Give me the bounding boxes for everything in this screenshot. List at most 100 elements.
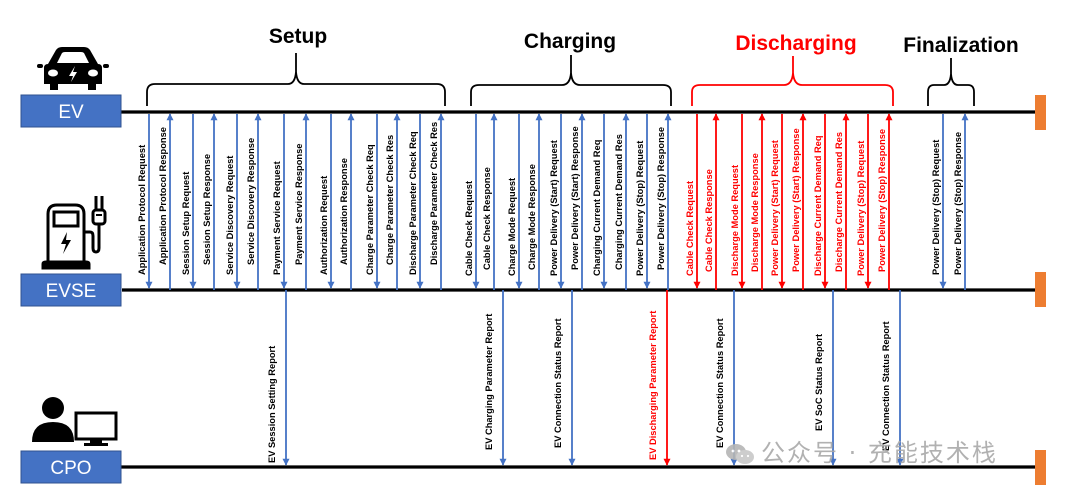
charging-station-icon: [41, 196, 107, 270]
report-ev-connection-status-report: EV Connection Status Report: [881, 290, 904, 466]
message-setup-authorization-request: Authorization Request: [319, 114, 335, 289]
evse-end-marker: [1035, 272, 1046, 307]
phase-title-discharging: Discharging: [735, 32, 856, 55]
message-charging-charging-current-demand-res: Charging Current Demand Res: [614, 113, 630, 290]
message-discharging-power-delivery-start-request: Power Delivery (Start) Request: [770, 114, 786, 289]
message-label: Power Delivery (Stop) Request: [931, 140, 941, 275]
message-label: Authorization Request: [319, 176, 329, 275]
message-label: Power Delivery (Start) Request: [549, 140, 559, 276]
message-charging-charge-mode-request: Charge Mode Request: [507, 114, 523, 289]
message-label: Power Delivery (Stop) Request: [635, 141, 645, 276]
message-label: EV Session Setting Report: [267, 346, 277, 463]
brace-discharging: [691, 56, 894, 106]
actor-label-evse: EVSE: [46, 281, 97, 302]
message-label: Payment Service Request: [272, 161, 282, 275]
phase-title-setup: Setup: [269, 25, 327, 48]
message-charging-power-delivery-stop-response: Power Delivery (Stop) Response: [656, 113, 672, 290]
report-ev-soc-status-report: EV SoC Status Report: [814, 290, 837, 466]
message-finalization-power-delivery-stop-response: Power Delivery (Stop) Response: [953, 113, 969, 290]
ev-end-marker: [1035, 95, 1046, 130]
phase-title-charging: Charging: [524, 30, 616, 53]
message-label: Power Delivery (Start) Response: [791, 128, 801, 272]
message-setup-service-discovery-response: Service Discovery Response: [246, 113, 262, 290]
message-setup-discharge-parameter-check-res: Discharge Parameter Check Res: [429, 113, 445, 290]
message-setup-payment-service-request: Payment Service Request: [272, 114, 288, 289]
message-setup-service-discovery-request: Service Discovery Request: [225, 114, 241, 289]
message-setup-application-protocol-response: Application Protocol Response: [158, 113, 174, 290]
message-label: Cable Check Response: [482, 167, 492, 270]
message-setup-charge-parameter-check-req: Charge Parameter Check Req: [365, 114, 381, 289]
actor-box-ev: [20, 94, 122, 128]
message-label: Charge Mode Response: [527, 164, 537, 270]
report-ev-charging-parameter-report: EV Charging Parameter Report: [484, 290, 507, 466]
message-setup-authorization-response: Authorization Response: [339, 113, 355, 290]
actor-label-cpo: CPO: [50, 458, 91, 479]
message-label: Cable Check Response: [704, 169, 714, 272]
message-finalization-power-delivery-stop-request: Power Delivery (Stop) Request: [931, 114, 947, 289]
wechat-icon: [726, 444, 754, 464]
cpo-end-marker: [1035, 450, 1046, 485]
message-label: Payment Service Response: [294, 144, 304, 265]
reports-layer: EV Session Setting Report EV Charging Par…: [267, 290, 904, 466]
message-label: Charging Current Demand Req: [592, 139, 602, 276]
message-charging-charge-mode-response: Charge Mode Response: [527, 113, 543, 290]
message-charging-power-delivery-stop-request: Power Delivery (Stop) Request: [635, 114, 651, 289]
phase-title-finalization: Finalization: [903, 34, 1019, 57]
message-setup-payment-service-response: Payment Service Response: [294, 113, 310, 290]
message-discharging-power-delivery-start-response: Power Delivery (Start) Response: [791, 113, 807, 290]
message-setup-discharge-parameter-check-req: Discharge Parameter Check Req: [408, 114, 424, 289]
message-charging-power-delivery-start-request: Power Delivery (Start) Request: [549, 114, 565, 289]
report-ev-session-setting-report: EV Session Setting Report: [267, 290, 290, 466]
message-charging-power-delivery-start-response: Power Delivery (Start) Response: [570, 113, 586, 290]
message-label: Cable Check Request: [464, 181, 474, 276]
message-label: EV Discharging Parameter Report: [648, 311, 658, 460]
report-ev-discharging-parameter-report: EV Discharging Parameter Report: [648, 290, 671, 466]
watermark: 公众号 · 充能技术栈: [725, 433, 998, 468]
message-discharging-discharge-current-demand-req: Discharge Current Demand Req: [813, 114, 829, 289]
brace-setup: [146, 53, 446, 106]
message-setup-application-protocol-request: Application Protocol Request: [137, 114, 153, 289]
message-charging-cable-check-request: Cable Check Request: [464, 114, 480, 289]
brace-finalization: [927, 58, 975, 106]
message-label: Charge Parameter Check Res: [385, 135, 395, 265]
message-discharging-discharge-mode-response: Discharge Mode Response: [750, 113, 766, 290]
message-label: Discharge Mode Response: [750, 153, 760, 272]
message-label: Application Protocol Request: [137, 145, 147, 275]
actor-cpo: CPO: [20, 397, 122, 484]
message-setup-charge-parameter-check-res: Charge Parameter Check Res: [385, 113, 401, 290]
message-discharging-discharge-mode-request: Discharge Mode Request: [730, 114, 746, 289]
message-label: Power Delivery (Stop) Response: [953, 132, 963, 275]
message-label: Service Discovery Request: [225, 156, 235, 275]
message-label: Service Discovery Response: [246, 138, 256, 265]
message-label: Discharge Current Demand Res: [834, 132, 844, 272]
message-label: Session Setup Response: [202, 154, 212, 265]
message-charging-charging-current-demand-req: Charging Current Demand Req: [592, 114, 608, 289]
operator-computer-icon: [32, 397, 118, 446]
report-ev-connection-status-report: EV Connection Status Report: [715, 290, 738, 466]
message-label: Discharge Current Demand Req: [813, 135, 823, 276]
message-label: EV Connection Status Report: [553, 318, 563, 448]
message-label: EV SoC Status Report: [814, 334, 824, 431]
message-label: Power Delivery (Start) Response: [570, 126, 580, 270]
message-discharging-power-delivery-stop-response: Power Delivery (Stop) Response: [877, 113, 893, 290]
message-label: EV Connection Status Report: [715, 318, 725, 448]
message-label: Discharge Parameter Check Res: [429, 122, 439, 265]
message-label: Power Delivery (Stop) Request: [856, 141, 866, 276]
report-ev-connection-status-report: EV Connection Status Report: [553, 290, 576, 466]
message-label: Power Delivery (Start) Request: [770, 140, 780, 276]
message-discharging-discharge-current-demand-res: Discharge Current Demand Res: [834, 113, 850, 290]
message-label: Charge Parameter Check Req: [365, 144, 375, 275]
actor-ev: EV: [20, 47, 122, 128]
message-setup-session-setup-response: Session Setup Response: [202, 113, 218, 290]
brace-charging: [470, 55, 672, 106]
message-discharging-cable-check-response: Cable Check Response: [704, 113, 720, 290]
message-discharging-cable-check-request: Cable Check Request: [685, 114, 701, 289]
message-label: Authorization Response: [339, 158, 349, 265]
actor-box-evse: [20, 273, 122, 307]
watermark-text: 公众号 · 充能技术栈: [761, 439, 998, 467]
messages-layer: Application Protocol Request Application …: [137, 113, 969, 290]
message-label: EV Connection Status Report: [881, 321, 891, 451]
message-label: Session Setup Request: [181, 172, 191, 275]
actor-box-cpo: [20, 450, 122, 484]
message-setup-session-setup-request: Session Setup Request: [181, 114, 197, 289]
